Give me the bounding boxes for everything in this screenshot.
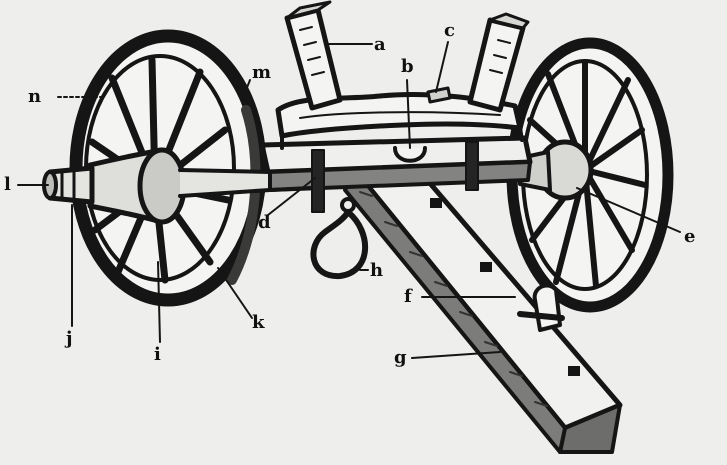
label-g: g <box>394 347 407 368</box>
leader-e <box>576 187 681 233</box>
label-b: b <box>401 56 414 77</box>
center-notch <box>393 146 427 163</box>
label-m: m <box>252 62 272 83</box>
label-d: d <box>258 212 271 233</box>
leader-g <box>411 351 501 359</box>
right-upright <box>467 17 526 113</box>
trail-bolt <box>480 262 492 272</box>
left-wheel <box>42 29 272 307</box>
trail-beam <box>343 157 623 454</box>
trail-peg <box>532 283 562 332</box>
label-i: i <box>154 344 161 365</box>
left-strap <box>311 149 325 213</box>
label-l: l <box>4 174 11 195</box>
label-n: n <box>28 86 42 107</box>
leader-i <box>157 261 161 343</box>
label-h: h <box>370 260 384 281</box>
leader-k <box>217 267 253 319</box>
uprights <box>284 0 530 113</box>
right-strap <box>465 141 479 191</box>
saddle <box>275 91 523 139</box>
leader-d <box>267 177 316 216</box>
lifting-ring <box>310 197 369 280</box>
leader-lines <box>17 41 681 359</box>
leader-c <box>435 41 449 93</box>
label-c: c <box>444 20 455 41</box>
label-e: e <box>684 226 696 247</box>
label-f: f <box>404 286 412 307</box>
label-j: j <box>66 328 73 349</box>
label-a: a <box>374 34 386 55</box>
label-k: k <box>252 312 265 333</box>
leader-m <box>241 79 251 101</box>
trail-bolt <box>430 198 442 208</box>
leader-b <box>406 79 411 149</box>
trail-hatching <box>359 191 548 407</box>
right-wheel <box>506 37 674 313</box>
trail-bolt <box>568 366 580 376</box>
